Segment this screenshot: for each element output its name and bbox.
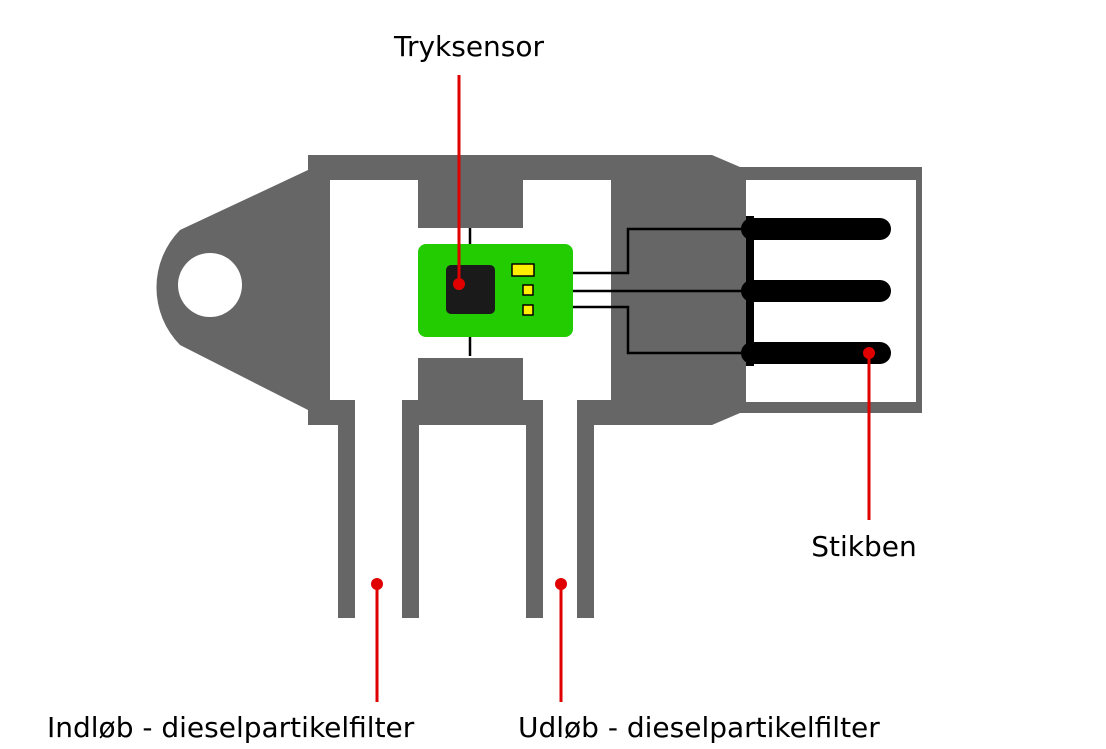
wire-1 (572, 227, 752, 275)
callout-dots (371, 278, 875, 590)
mounting-hole (178, 253, 242, 317)
callout-dot-outlet (555, 578, 567, 590)
pcb-board (418, 244, 573, 337)
inlet-bore-junction (355, 398, 402, 425)
inlet-tube-outer-right (402, 400, 419, 618)
callout-dot-pins (863, 347, 875, 359)
tube-bridge (419, 400, 526, 425)
outlet-tube-outer-left (526, 400, 543, 618)
outlet-right-join (594, 400, 712, 425)
label-outlet: Udløb - dieselpartikelfilter (518, 711, 880, 744)
outlet-tube-outer-right (577, 400, 594, 618)
smd-component-3 (522, 304, 534, 316)
sensor-chip (446, 265, 495, 314)
label-pressure-sensor: Tryksensor (393, 30, 545, 63)
wire-3 (572, 305, 752, 355)
callout-dot-pressure-sensor (453, 278, 465, 290)
connector-pins (741, 216, 891, 366)
smd-component-1 (511, 263, 535, 277)
callout-dot-inlet (371, 578, 383, 590)
wires (572, 227, 752, 355)
sensor-pcb (418, 228, 573, 356)
outlet-bore-junction (543, 398, 577, 425)
inlet-left-join (308, 400, 355, 425)
label-inlet: Indløb - dieselpartikelfilter (47, 711, 415, 744)
inlet-tube-outer-left (338, 400, 355, 618)
label-pins: Stikben (811, 530, 917, 563)
left-cavity (330, 180, 418, 400)
smd-component-2 (522, 284, 534, 296)
callouts (375, 75, 871, 702)
